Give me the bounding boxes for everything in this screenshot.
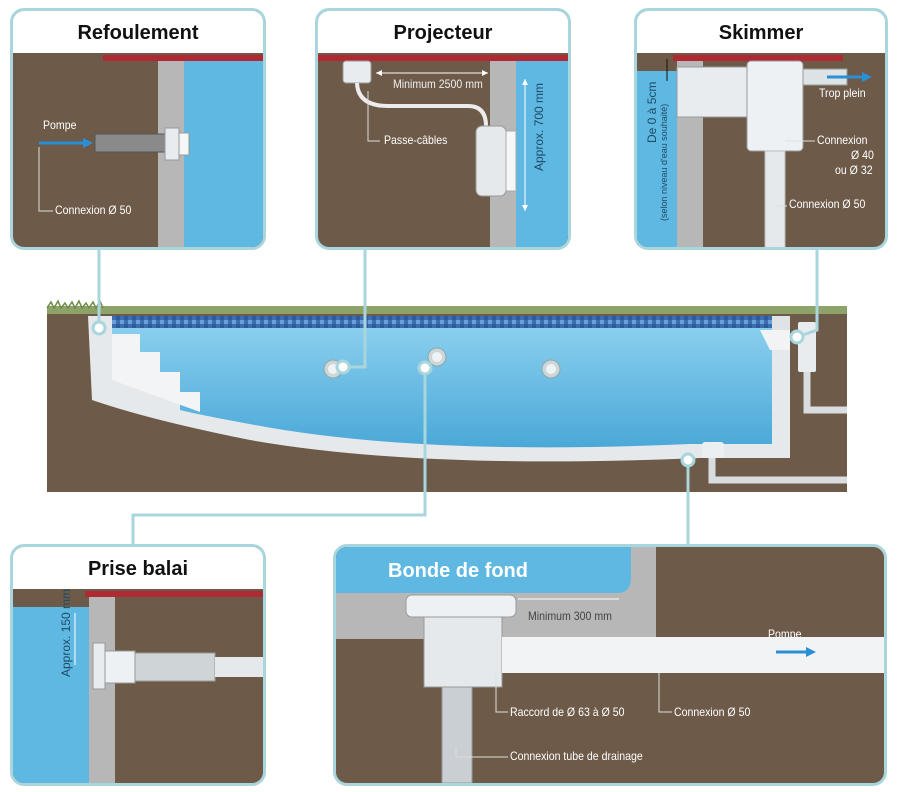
skimmer-body (798, 322, 816, 372)
main-pipe (502, 637, 884, 673)
leader-passe-cables (367, 91, 380, 142)
cable-box (342, 60, 372, 84)
coping (673, 55, 843, 61)
pipe-out (215, 657, 263, 677)
label-minimum: Minimum 300 mm (528, 609, 612, 623)
leader-connexion (658, 673, 672, 713)
coping (103, 55, 263, 61)
label-connexion-b: Ø 40 (851, 148, 874, 162)
skimmer-box (760, 330, 790, 350)
dot-bonde (680, 452, 696, 468)
light-housing (475, 125, 507, 197)
fitting-prise-balai (427, 347, 447, 367)
label-connexion: Connexion Ø 50 (55, 203, 132, 217)
panel-bonde: Bonde de fond Minimum 300 mm Pompe Racco… (333, 544, 887, 786)
bonde-body (702, 442, 724, 458)
label-pompe: Pompe (768, 627, 802, 641)
pool-steps (112, 334, 200, 412)
skimmer-mouth (676, 66, 748, 118)
connector-prise-balai (131, 370, 427, 545)
fitting-body (104, 650, 136, 684)
panel-prise-balai: Prise balai Approx. 150 mm (10, 544, 266, 786)
flex-pipe (134, 652, 216, 682)
pipe (95, 134, 165, 152)
label-connexion50: Connexion Ø 50 (789, 197, 866, 211)
pipe-skimmer (803, 372, 847, 414)
drain-body (423, 616, 503, 688)
light-lens (505, 130, 517, 192)
dot-prise-balai (417, 360, 433, 376)
fitting-projecteur-2 (541, 359, 561, 379)
coping (85, 591, 263, 597)
grass-strip (47, 306, 847, 314)
label-minimum: Minimum 2500 mm (393, 77, 483, 91)
skimmer-tank (746, 60, 804, 152)
coping (318, 55, 568, 61)
leader-connexion (38, 147, 53, 212)
dot-refoulement (91, 320, 107, 336)
water-area (13, 607, 89, 783)
dot-projecteur (335, 359, 351, 375)
panel-title: Refoulement (13, 11, 263, 53)
water-area (184, 61, 263, 247)
nozzle-flange (164, 127, 180, 161)
pipe-bonde (708, 454, 847, 484)
panel-title: Projecteur (318, 11, 568, 53)
label-connexion-a: Connexion (817, 133, 868, 147)
label-approx: Approx. 700 mm (532, 82, 546, 171)
grass-blades (46, 299, 104, 310)
panel-title: Bonde de fond (388, 560, 528, 582)
dot-skimmer (789, 329, 805, 345)
panel-refoulement: Refoulement Pompe Connexion Ø 50 (10, 8, 266, 250)
water-area (637, 71, 677, 247)
drainage-tube (441, 686, 473, 783)
nozzle-tip (178, 132, 190, 156)
label-approx: Approx. 150 mm (59, 588, 73, 677)
fitting-flange (92, 642, 106, 690)
pool-water (112, 318, 772, 448)
label-selon: (selon niveau d'eau souhaité) (659, 103, 669, 221)
label-pompe: Pompe (43, 118, 77, 132)
panel-projecteur: Projecteur Minimum 2500 mm Passe-câbles … (315, 8, 571, 250)
panel-title: Prise balai (13, 547, 263, 589)
coping-right (772, 316, 790, 330)
label-passe-cables: Passe-câbles (384, 133, 448, 147)
label-trop-plein: Trop plein (819, 86, 866, 100)
outlet-pipe (764, 150, 786, 247)
tile-band (112, 316, 772, 328)
label-connexion-c: ou Ø 32 (835, 163, 873, 177)
leader-raccord (495, 673, 508, 713)
panel-skimmer: Skimmer Trop plein Connexion Ø 40 ou Ø 3… (634, 8, 888, 250)
wall-concrete (89, 597, 115, 783)
label-raccord: Raccord de Ø 63 à Ø 50 (510, 705, 625, 719)
label-connexion: Connexion Ø 50 (674, 705, 751, 719)
water-area (336, 547, 631, 593)
panel-title: Skimmer (637, 11, 885, 53)
leader-drainage (455, 747, 508, 758)
cable (355, 82, 488, 127)
label-de0a5: De 0 à 5cm (645, 81, 659, 143)
drain-grate (405, 594, 517, 618)
label-drainage: Connexion tube de drainage (510, 749, 643, 763)
